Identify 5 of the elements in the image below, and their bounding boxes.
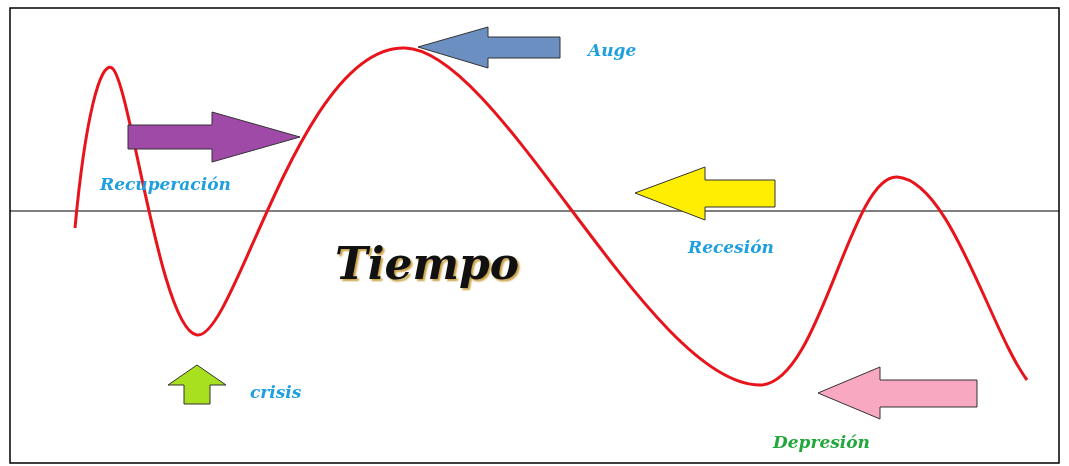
- phase-label: Recesión: [688, 237, 774, 257]
- phase-label: Depresión: [773, 432, 870, 452]
- axis-label: Tiempo: [335, 238, 520, 289]
- phase-label: crisis: [250, 382, 302, 402]
- phase-label: Auge: [588, 40, 637, 60]
